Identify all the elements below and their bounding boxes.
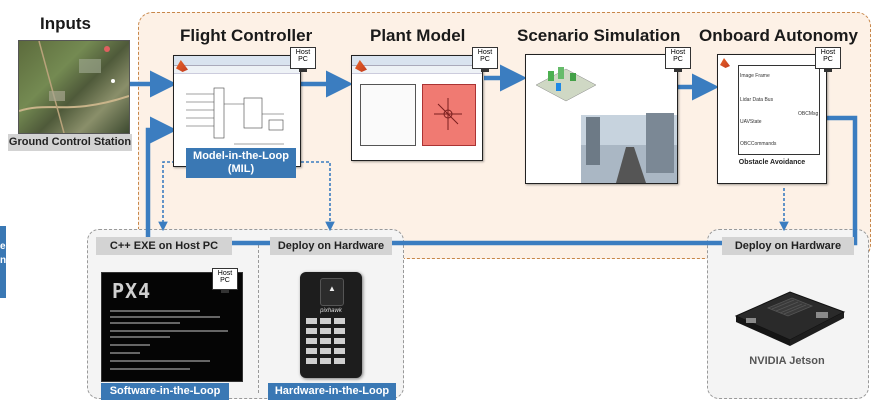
plant-model-window bbox=[351, 55, 483, 161]
port-image-frame: Image Frame bbox=[740, 73, 770, 79]
cpp-exe-label: C++ EXE on Host PC bbox=[96, 237, 232, 255]
px4-logo-text: PX4 bbox=[112, 279, 152, 303]
header-inputs: Inputs bbox=[40, 14, 91, 33]
nvidia-jetson-label: NVIDIA Jetson bbox=[749, 355, 825, 367]
header-scenario-simulation: Scenario Simulation bbox=[517, 26, 681, 45]
port-obc-commands: OBCCommands bbox=[740, 141, 777, 147]
obstacle-avoidance-label: Obstacle Avoidance bbox=[738, 159, 806, 166]
matlab-logo-icon-autonomy bbox=[720, 58, 730, 68]
deploy-hardware-label-right: Deploy on Hardware bbox=[722, 237, 854, 255]
ground-station-map bbox=[18, 40, 130, 134]
port-uav-state: UAVState bbox=[740, 119, 762, 125]
port-obc-msg: OBCMsg bbox=[798, 111, 819, 117]
side-tab bbox=[0, 226, 6, 298]
dotted-mil-hil bbox=[296, 161, 335, 232]
arrow-feedback-loop bbox=[145, 115, 858, 246]
divider bbox=[258, 245, 259, 393]
header-plant-model: Plant Model bbox=[370, 26, 466, 45]
deploy-hardware-label-left: Deploy on Hardware bbox=[270, 237, 392, 255]
side-tab-text: e n bbox=[0, 241, 6, 266]
header-flight-controller: Flight Controller bbox=[180, 26, 313, 45]
arrow-up-icon: ▲ bbox=[328, 284, 336, 293]
scenario-simulation-window bbox=[525, 54, 678, 184]
nvidia-jetson-board bbox=[728, 278, 848, 346]
sil-label: Software-in-the-Loop bbox=[101, 383, 229, 400]
mil-label-line2: (MIL) bbox=[227, 163, 255, 175]
port-lidar-data-bus: Lidar Data Bus bbox=[740, 97, 774, 103]
pixhawk-brand-text: pixhawk bbox=[320, 308, 342, 314]
header-onboard-autonomy: Onboard Autonomy bbox=[699, 26, 858, 45]
pixhawk-board: ▲ pixhawk bbox=[300, 272, 362, 378]
px4-terminal-window: PX4 bbox=[101, 272, 243, 382]
onboard-autonomy-window: Image Frame Lidar Data Bus UAVState OBCC… bbox=[717, 54, 827, 184]
mil-label-line1: Model-in-the-Loop bbox=[193, 150, 289, 162]
hil-label: Hardware-in-the-Loop bbox=[268, 383, 396, 400]
mil-label: Model-in-the-Loop (MIL) bbox=[186, 148, 296, 178]
ground-control-station-label: Ground Control Station bbox=[8, 134, 132, 151]
